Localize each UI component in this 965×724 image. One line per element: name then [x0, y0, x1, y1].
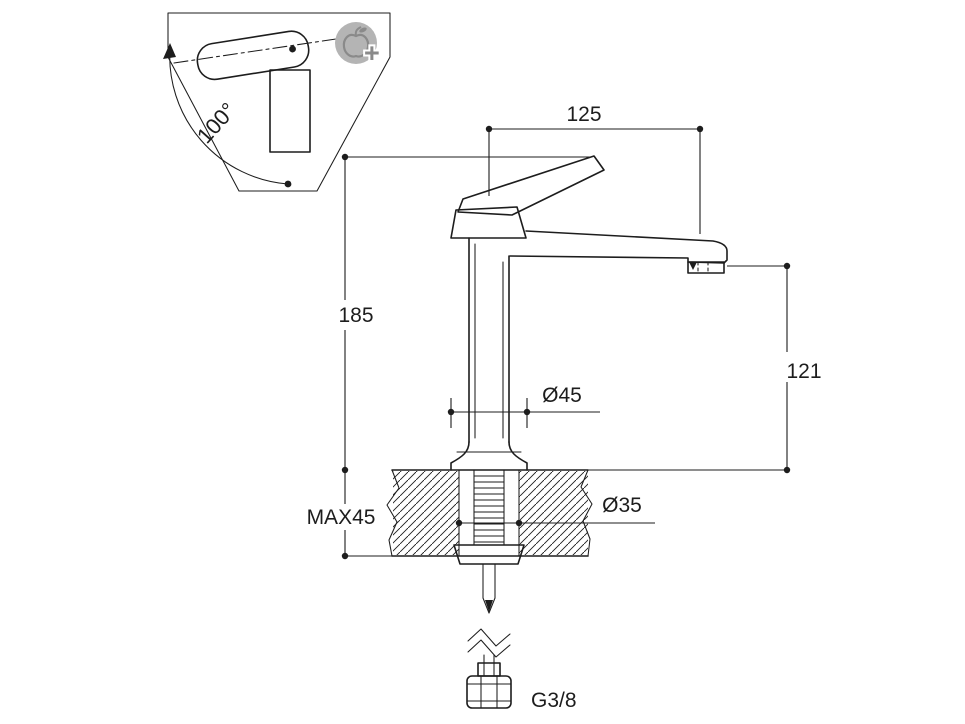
- rod-taper: [488, 597, 496, 614]
- dim-total-height: 185: [332, 153, 592, 474]
- counter-break-left: [386, 469, 400, 557]
- label-mask: [779, 352, 829, 382]
- angle-label: 100°: [192, 98, 241, 149]
- dim-maxdeck-label: MAX45: [307, 506, 376, 529]
- dim-holedia-label: Ø35: [602, 494, 642, 517]
- inset-body: [269, 69, 311, 153]
- dim-basedia-label: Ø45: [542, 384, 582, 407]
- rotation-arc: [169, 47, 289, 185]
- dim-outlet-label: 121: [786, 360, 821, 383]
- water-outlet-mark: [689, 262, 697, 270]
- apple-body: [342, 33, 370, 58]
- hose-break-mark: [467, 628, 511, 647]
- dim-base-diameter: Ø45: [447, 384, 600, 428]
- plus-glyph: +: [364, 38, 380, 68]
- counter-hatch-right: [519, 471, 588, 555]
- apple-leaf: [359, 27, 367, 33]
- aerator: [687, 261, 725, 274]
- handle-cap: [450, 206, 527, 239]
- lock-nut: [453, 544, 525, 565]
- dim-outlet-height: 121: [588, 262, 829, 474]
- dim-max-deck: MAX45: [300, 470, 392, 560]
- base-flange-right: [508, 441, 528, 471]
- dim-thread-label: G3/8: [531, 689, 577, 712]
- rod-taper: [482, 597, 490, 614]
- dim-spout-reach: 125: [485, 103, 704, 234]
- arc-arrowhead: [163, 43, 176, 59]
- supply-assembly: [453, 469, 525, 709]
- apple-plus-icon: +: [335, 22, 382, 70]
- hose-break-mark: [467, 639, 511, 658]
- hose-fitting: [477, 662, 501, 677]
- faucet-lever: [457, 155, 605, 216]
- arc-end-dot: [284, 180, 292, 188]
- countertop-section: [386, 469, 593, 557]
- base-flange-left: [450, 441, 470, 471]
- counter-hatch-left: [393, 471, 459, 555]
- label-mask: [300, 504, 382, 530]
- dim-height-label: 185: [338, 304, 373, 327]
- faucet-elevation: [450, 155, 728, 471]
- label-mask: [332, 300, 378, 330]
- faucet-spout: [509, 230, 728, 264]
- inset-centerline: [173, 38, 337, 64]
- apple-stem: [354, 26, 362, 37]
- dim-thread: G3/8: [531, 689, 577, 712]
- connection-nut: [466, 675, 512, 709]
- rod-tip: [485, 600, 493, 612]
- counter-break-right: [580, 469, 593, 557]
- inset-lever-handle: [196, 30, 310, 81]
- dim-hole-diameter: Ø35: [455, 494, 655, 527]
- dim-reach-label: 125: [566, 103, 601, 126]
- shank-threads: [473, 475, 505, 543]
